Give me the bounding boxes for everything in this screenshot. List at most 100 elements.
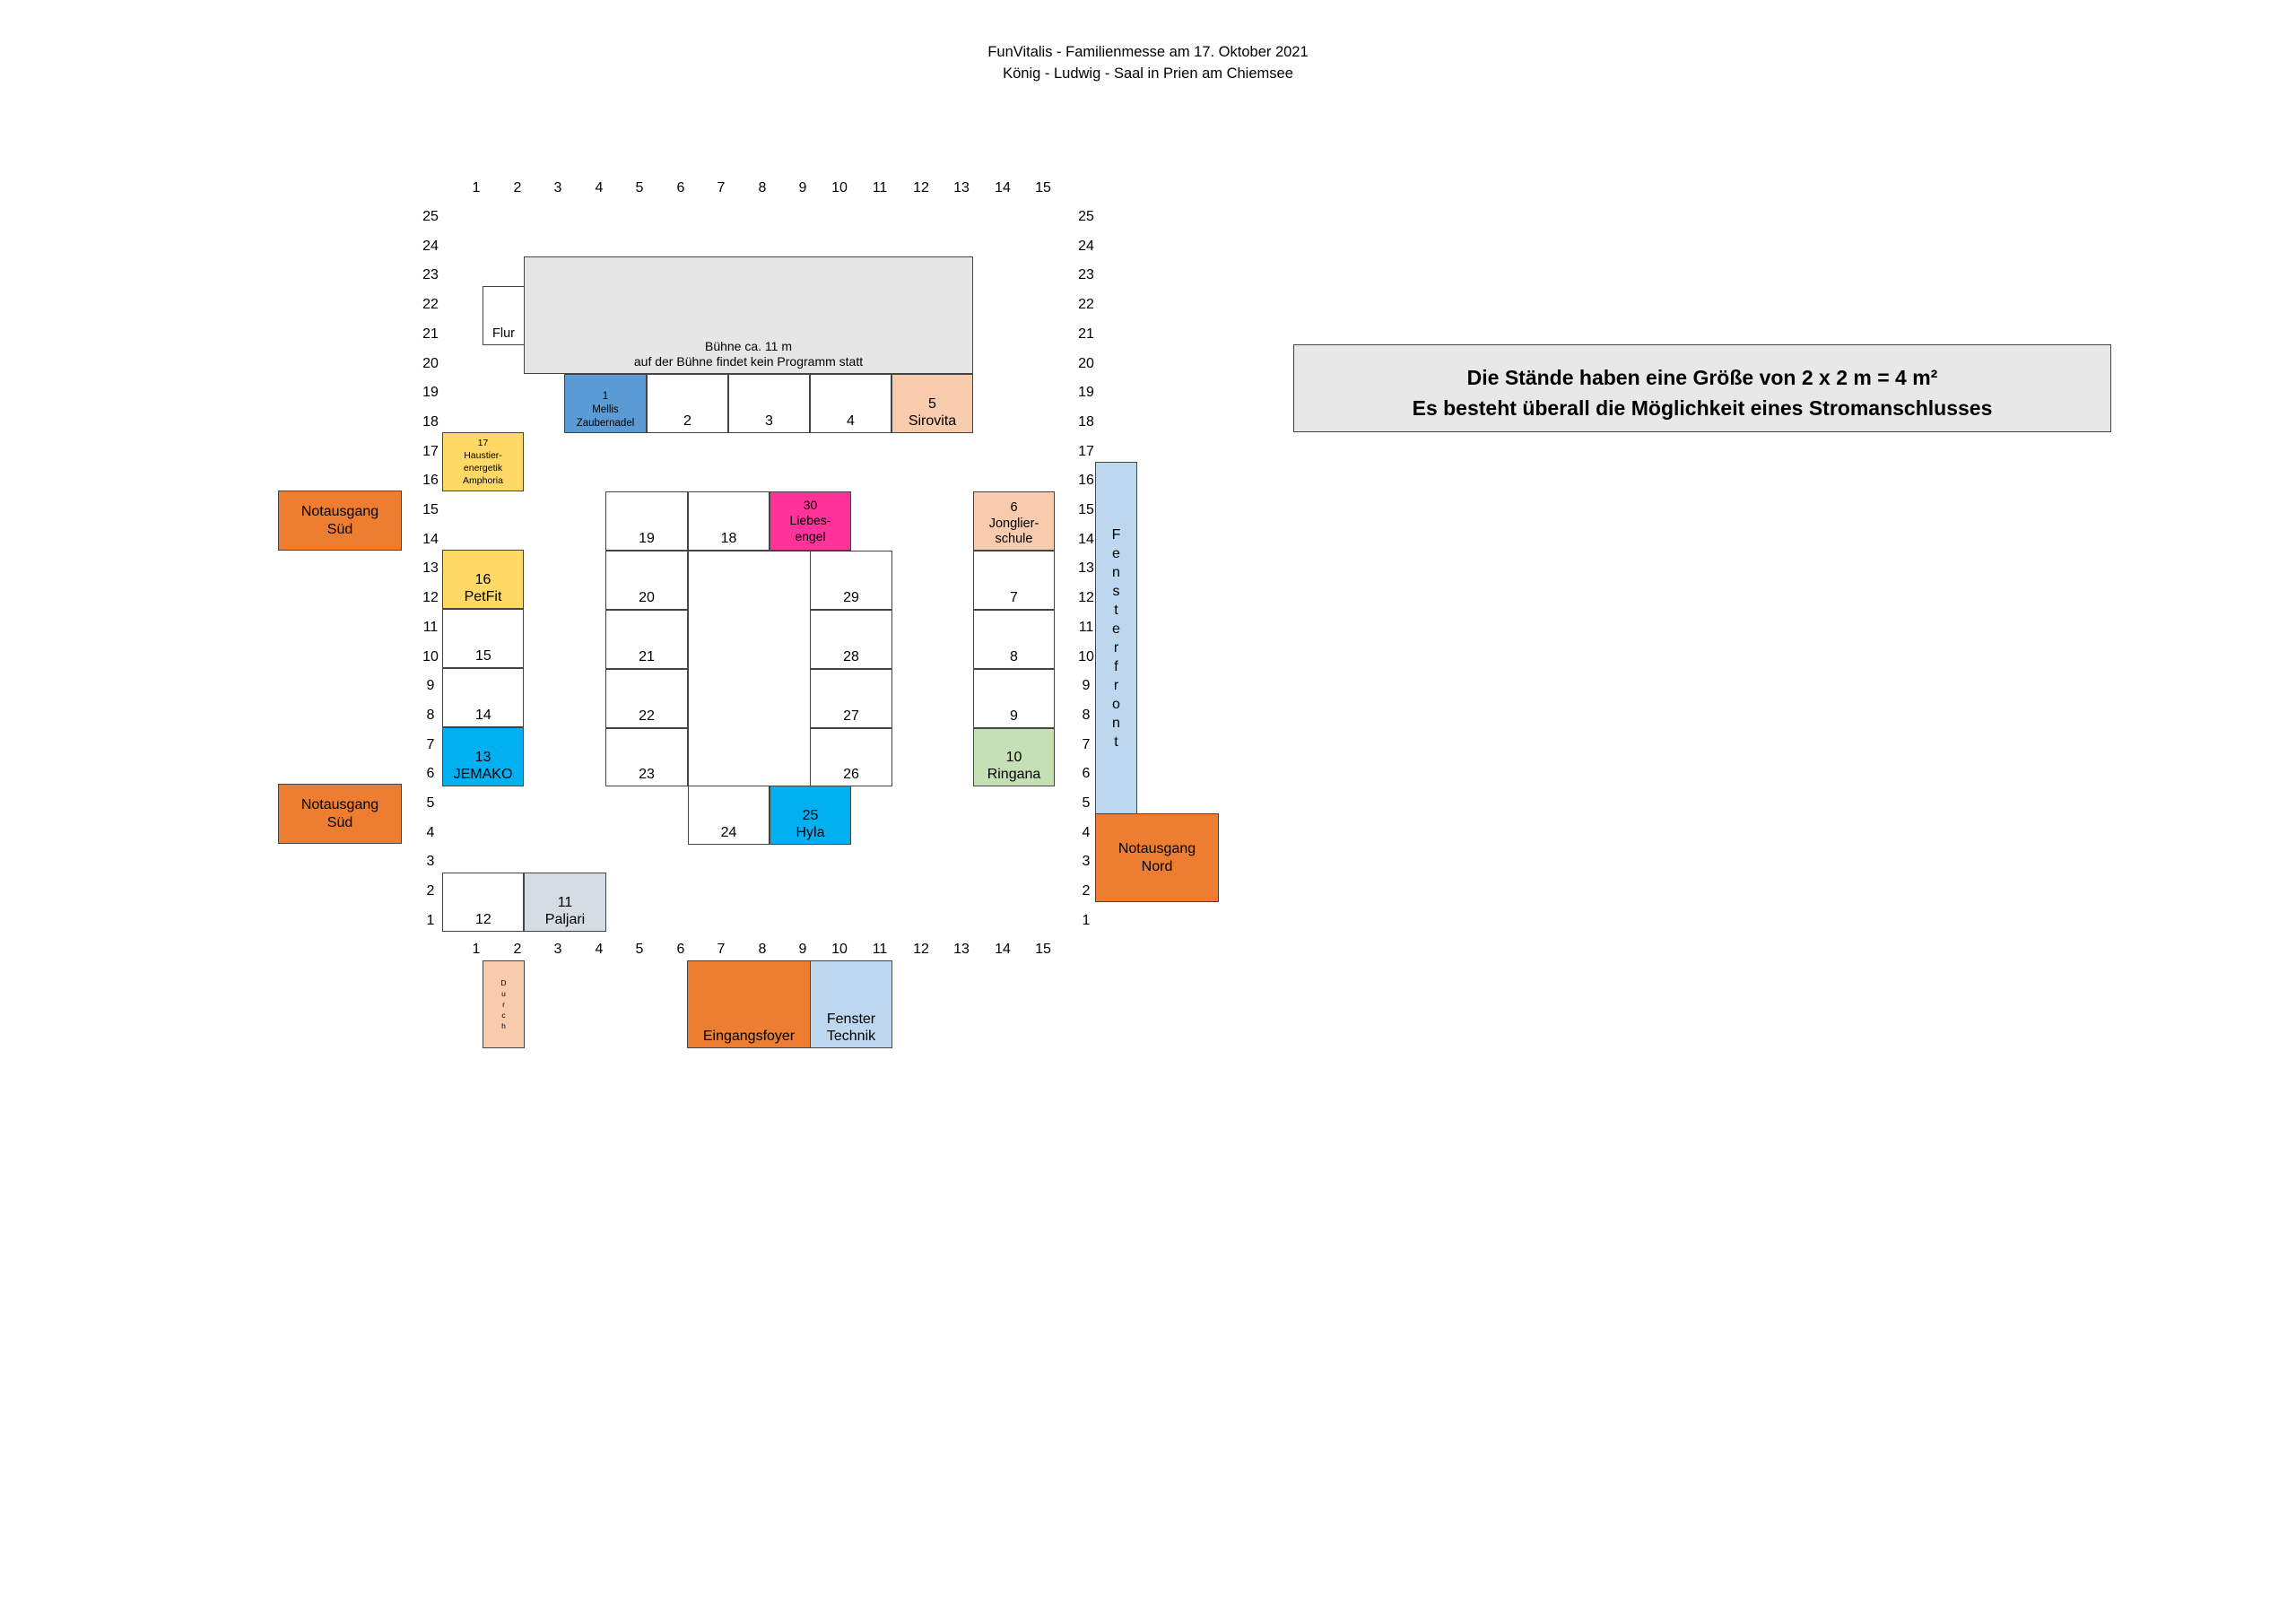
fensterfront-letter: e bbox=[1112, 546, 1120, 561]
emergency-exit-sued-top[interactable]: Notausgang Süd bbox=[278, 491, 402, 551]
booth-5-name: Sirovita bbox=[908, 413, 957, 430]
booth-7-number: 7 bbox=[1010, 590, 1018, 606]
booth-22[interactable]: 22 bbox=[605, 669, 688, 728]
booth-16-number: 16 bbox=[474, 571, 491, 587]
row-label-right: 2 bbox=[1082, 883, 1091, 899]
durchgang[interactable]: D u r c h bbox=[483, 960, 525, 1048]
booth-13[interactable]: 13 JEMAKO bbox=[442, 727, 524, 786]
row-label-right: 25 bbox=[1078, 209, 1094, 224]
booth-5[interactable]: 5 Sirovita bbox=[891, 374, 973, 433]
booth-2[interactable]: 2 bbox=[647, 374, 728, 433]
booth-11[interactable]: 11 Paljari bbox=[524, 873, 606, 932]
row-label-left: 17 bbox=[422, 443, 439, 459]
column-label-top: 1 bbox=[472, 180, 481, 195]
row-label-right: 1 bbox=[1082, 912, 1091, 928]
booth-23[interactable]: 23 bbox=[605, 728, 688, 786]
booth-9[interactable]: 9 bbox=[973, 669, 1055, 728]
booth-17[interactable]: 17 Haustier- energetik Amphoria bbox=[442, 432, 524, 491]
booth-12[interactable]: 12 bbox=[442, 873, 524, 932]
booth-30[interactable]: 30 Liebes- engel bbox=[770, 491, 851, 551]
booth-21[interactable]: 21 bbox=[605, 610, 688, 669]
fenster-technik[interactable]: Fenster Technik bbox=[810, 960, 892, 1048]
column-label-bottom: 11 bbox=[872, 942, 888, 957]
booth-7[interactable]: 7 bbox=[973, 551, 1055, 610]
exit-label: Notausgang bbox=[1118, 840, 1196, 856]
booth-30-name: Liebes- bbox=[789, 513, 831, 528]
fensterfront-letter: r bbox=[1113, 640, 1119, 656]
column-label-top: 8 bbox=[758, 180, 767, 195]
booth-8-number: 8 bbox=[1010, 649, 1018, 665]
fensterfront-letter: f bbox=[1114, 659, 1118, 674]
column-label-top: 13 bbox=[953, 180, 970, 195]
row-label-right: 19 bbox=[1078, 385, 1094, 401]
booth-30-number: 30 bbox=[803, 498, 818, 513]
flur-label: Flur bbox=[492, 326, 515, 342]
column-label-bottom: 5 bbox=[635, 942, 644, 957]
booth-14[interactable]: 14 bbox=[442, 668, 524, 727]
booth-10[interactable]: 10 Ringana bbox=[973, 728, 1055, 786]
row-label-left: 9 bbox=[426, 678, 435, 694]
booth-1-number: 1 bbox=[602, 391, 609, 403]
stage[interactable]: Bühne ca. 11 m auf der Bühne findet kein… bbox=[524, 256, 973, 374]
row-label-right: 17 bbox=[1078, 443, 1094, 459]
booth-11-number: 11 bbox=[557, 894, 573, 910]
booth-29[interactable]: 29 bbox=[810, 551, 892, 610]
column-label-top: 10 bbox=[831, 180, 848, 195]
row-label-left: 23 bbox=[422, 267, 439, 283]
column-label-top: 12 bbox=[913, 180, 929, 195]
flur[interactable]: Flur bbox=[483, 286, 524, 345]
column-label-bottom: 14 bbox=[995, 942, 1011, 957]
column-label-top: 14 bbox=[995, 180, 1011, 195]
booth-26[interactable]: 26 bbox=[810, 728, 892, 786]
fensterfront-letter: s bbox=[1112, 584, 1120, 599]
row-label-right: 10 bbox=[1078, 648, 1094, 664]
row-label-right: 23 bbox=[1078, 267, 1094, 283]
booth-1[interactable]: 1 Mellis Zaubernadel bbox=[564, 374, 647, 433]
fenster-technik-line-2: Technik bbox=[826, 1029, 876, 1045]
column-label-top: 2 bbox=[513, 180, 522, 195]
booth-18[interactable]: 18 bbox=[688, 491, 770, 551]
row-label-left: 1 bbox=[426, 912, 435, 928]
eingangsfoyer[interactable]: Eingangsfoyer bbox=[687, 960, 811, 1048]
booth-15[interactable]: 15 bbox=[442, 609, 524, 668]
booth-30-name-2: engel bbox=[795, 528, 826, 543]
info-line-1: Die Stände haben eine Größe von 2 x 2 m … bbox=[1466, 366, 1938, 389]
row-label-left: 25 bbox=[422, 209, 439, 224]
booth-17-name-3: Amphoria bbox=[463, 475, 503, 487]
eingangsfoyer-label: Eingangsfoyer bbox=[702, 1029, 796, 1045]
booth-20[interactable]: 20 bbox=[605, 551, 688, 610]
booth-25[interactable]: 25 Hyla bbox=[770, 786, 851, 845]
fensterfront-letter: t bbox=[1114, 603, 1118, 618]
booth-13-name: JEMAKO bbox=[453, 767, 513, 783]
booth-20-number: 20 bbox=[639, 590, 655, 606]
booth-19-number: 19 bbox=[639, 531, 655, 547]
column-label-bottom: 13 bbox=[953, 942, 970, 957]
booth-8[interactable]: 8 bbox=[973, 610, 1055, 669]
column-label-bottom: 2 bbox=[513, 942, 522, 957]
booth-16-name: PetFit bbox=[464, 589, 502, 605]
info-line-2: Es besteht überall die Möglichkeit eines… bbox=[1412, 396, 1993, 420]
fensterfront: F e n s t e r f r o n t bbox=[1095, 462, 1137, 815]
booth-11-name: Paljari bbox=[544, 912, 586, 928]
booth-28[interactable]: 28 bbox=[810, 610, 892, 669]
exit-direction: Nord bbox=[1141, 858, 1173, 874]
row-label-left: 13 bbox=[422, 560, 439, 577]
booth-6-name-2: schule bbox=[995, 532, 1033, 547]
row-label-left: 3 bbox=[426, 854, 435, 870]
row-label-left: 14 bbox=[422, 531, 439, 547]
row-label-right: 16 bbox=[1078, 473, 1094, 489]
column-label-bottom: 8 bbox=[758, 942, 767, 957]
column-label-bottom: 6 bbox=[676, 942, 685, 957]
exit-direction: Süd bbox=[326, 814, 353, 830]
booth-24[interactable]: 24 bbox=[688, 786, 770, 845]
booth-27[interactable]: 27 bbox=[810, 669, 892, 728]
booth-19[interactable]: 19 bbox=[605, 491, 688, 551]
booth-4[interactable]: 4 bbox=[810, 374, 891, 433]
emergency-exit-sued-bottom[interactable]: Notausgang Süd bbox=[278, 784, 402, 844]
booth-6[interactable]: 6 Jonglier- schule bbox=[973, 491, 1055, 551]
emergency-exit-nord[interactable]: Notausgang Nord bbox=[1095, 813, 1219, 902]
durchgang-letter: r bbox=[502, 1000, 505, 1009]
booth-10-name: Ringana bbox=[987, 767, 1041, 783]
booth-3[interactable]: 3 bbox=[728, 374, 810, 433]
booth-16[interactable]: 16 PetFit bbox=[442, 550, 524, 609]
